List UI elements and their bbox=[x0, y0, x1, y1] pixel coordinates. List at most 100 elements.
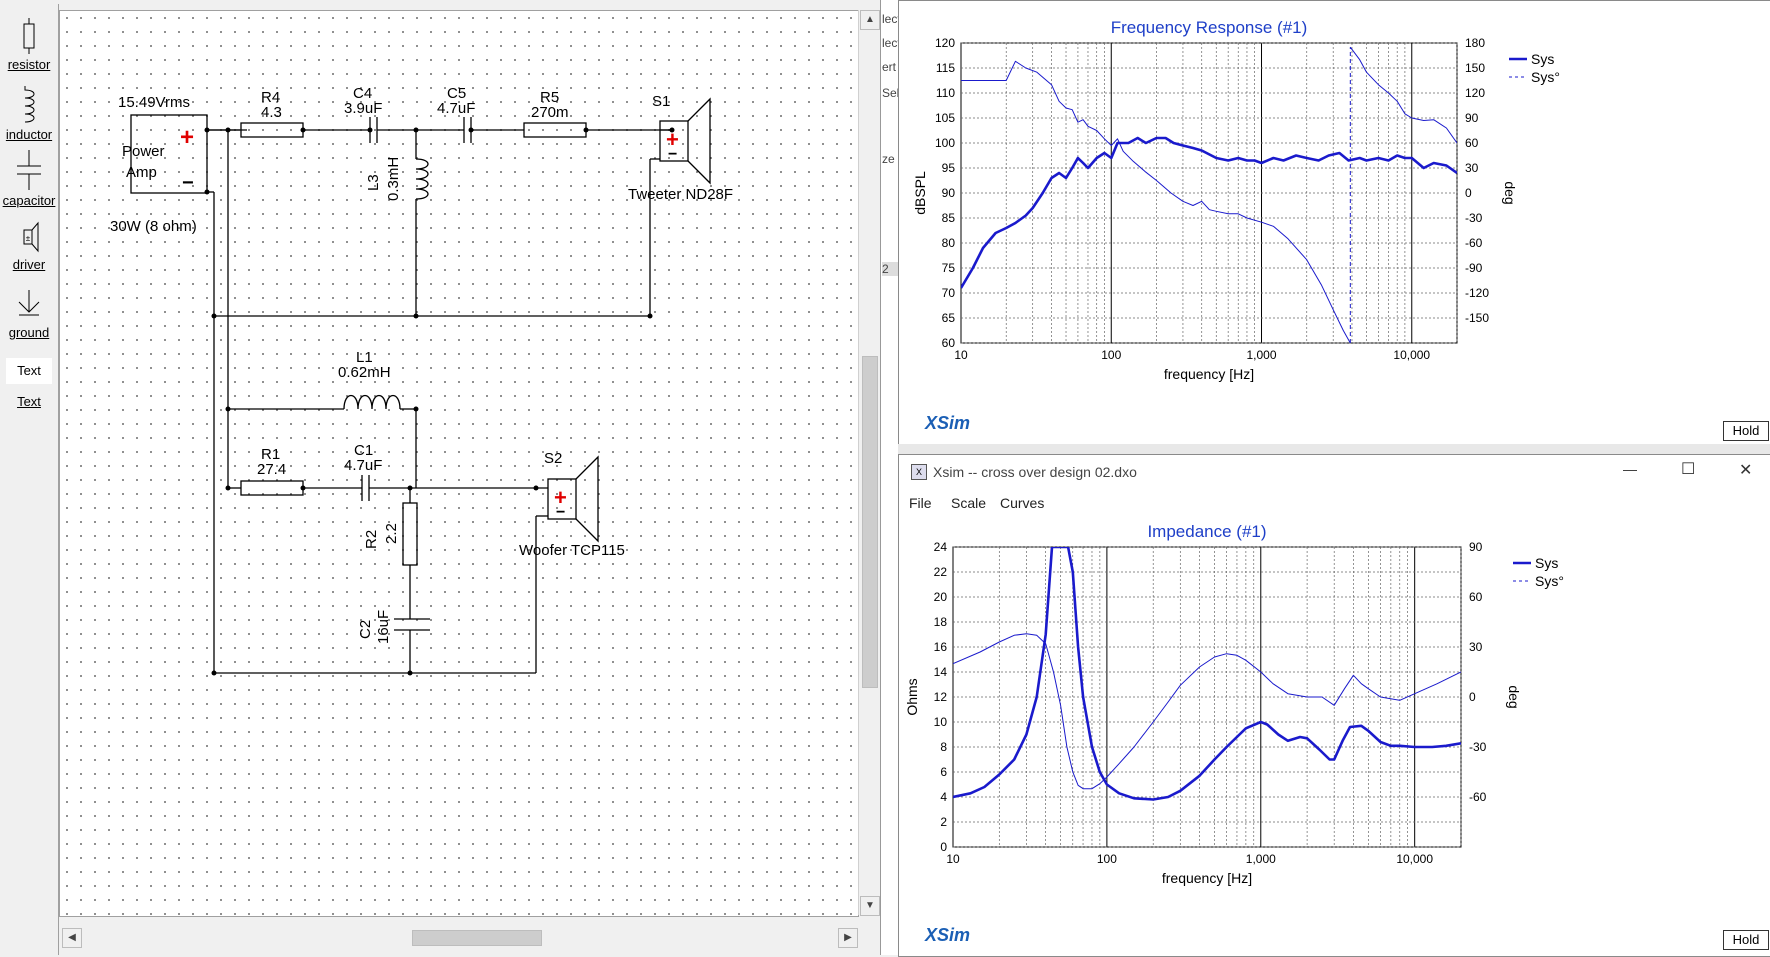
scroll-right-icon[interactable]: ▶ bbox=[838, 928, 858, 948]
capacitor-icon bbox=[17, 150, 41, 190]
r5-name: R5 bbox=[540, 89, 559, 106]
l3-value: 0.3mH bbox=[385, 157, 402, 201]
hold-button[interactable]: Hold bbox=[1723, 930, 1769, 950]
impedance-window: X Xsim -- cross over design 02.dxo — ☐ ✕… bbox=[898, 454, 1770, 957]
s2-minus-icon: − bbox=[556, 504, 565, 521]
y2-tick-label: -60 bbox=[1465, 236, 1483, 250]
minimize-icon[interactable]: — bbox=[1623, 461, 1637, 477]
y-tick-label: 20 bbox=[934, 590, 948, 604]
strip-text: lect bbox=[882, 36, 899, 50]
y-axis-label: dBSPL bbox=[912, 171, 928, 215]
app-icon: X bbox=[911, 464, 927, 480]
strip-text: ze bbox=[882, 152, 895, 166]
schematic-vertical-scrollbar[interactable]: ▲ ▼ bbox=[858, 10, 881, 916]
component-toolbox: resistor inductor capacitor ± driver gro… bbox=[0, 4, 59, 955]
series-line-magnitude bbox=[961, 136, 1457, 289]
maximize-icon[interactable]: ☐ bbox=[1681, 461, 1696, 478]
l1-value: 0.62mH bbox=[338, 364, 391, 381]
toolbox-label: resistor bbox=[7, 57, 51, 72]
s1-minus-icon: − bbox=[668, 146, 677, 163]
scroll-thumb[interactable] bbox=[862, 356, 878, 688]
c4-value: 3.9uF bbox=[344, 100, 382, 117]
resistor-icon bbox=[23, 18, 35, 54]
menu-scale[interactable]: Scale bbox=[951, 495, 987, 511]
y-tick-label: 90 bbox=[942, 186, 956, 200]
window-gap bbox=[898, 444, 1770, 454]
c2-value: 16uF bbox=[375, 610, 392, 644]
series-line-phase bbox=[961, 60, 1351, 343]
y2-tick-label: -150 bbox=[1465, 311, 1489, 325]
x-tick-label: 10,000 bbox=[1396, 852, 1433, 866]
y-tick-label: 115 bbox=[936, 61, 955, 75]
y-tick-label: 22 bbox=[934, 565, 948, 579]
y-tick-label: 18 bbox=[934, 615, 948, 629]
toolbox-text[interactable]: Text bbox=[0, 394, 58, 409]
l1-name: L1 bbox=[356, 349, 373, 366]
x-tick-label: 1,000 bbox=[1246, 852, 1276, 866]
s1-plus-icon: + bbox=[666, 127, 679, 152]
menu-curves[interactable]: Curves bbox=[1000, 495, 1045, 511]
c2-name: C2 bbox=[357, 620, 374, 639]
c5-value: 4.7uF bbox=[437, 100, 475, 117]
scroll-down-icon[interactable]: ▼ bbox=[860, 896, 880, 916]
y2-tick-label: 120 bbox=[1465, 86, 1485, 100]
close-icon[interactable]: ✕ bbox=[1739, 462, 1753, 479]
strip-text: 2 bbox=[882, 262, 899, 276]
l1-inductor bbox=[343, 394, 401, 410]
schematic-canvas[interactable]: + − + − + − 15.49Vrms Power Amp 30W (8 o… bbox=[59, 10, 859, 917]
strip-text: lect bbox=[882, 12, 899, 26]
y2-tick-label: 60 bbox=[1465, 136, 1479, 150]
series-line-phase bbox=[1349, 46, 1457, 144]
r1-value: 27.4 bbox=[257, 461, 286, 478]
c4-name: C4 bbox=[353, 85, 372, 102]
s1-speaker-box bbox=[659, 120, 689, 162]
amp-minus-icon: − bbox=[182, 172, 194, 194]
x-tick-label: 10,000 bbox=[1393, 348, 1430, 362]
window-title: Xsim -- cross over design 02.dxo bbox=[933, 464, 1137, 480]
y2-tick-label: 30 bbox=[1465, 161, 1479, 175]
amp-label-1: Power bbox=[122, 143, 165, 160]
r2-value: 2.2 bbox=[383, 523, 400, 544]
y-tick-label: 70 bbox=[942, 286, 956, 300]
scroll-thumb[interactable] bbox=[412, 930, 542, 946]
toolbox-label: inductor bbox=[5, 127, 53, 142]
y2-axis-label: deg bbox=[1502, 181, 1518, 204]
toolbox-ground[interactable]: ground bbox=[0, 288, 58, 340]
r1-resistor bbox=[240, 480, 304, 496]
s2-plus-icon: + bbox=[554, 485, 567, 510]
legend-label: Sys bbox=[1531, 51, 1554, 67]
x-tick-label: 100 bbox=[1101, 348, 1121, 362]
y-axis-label: Ohms bbox=[904, 678, 920, 715]
schematic-horizontal-scrollbar[interactable]: ◀ ▶ bbox=[62, 928, 858, 948]
toolbox-inductor[interactable]: inductor bbox=[0, 84, 58, 142]
driver-icon: ± bbox=[23, 221, 39, 253]
xsim-brand: XSim bbox=[925, 925, 971, 945]
y-tick-label: 95 bbox=[942, 161, 956, 175]
scroll-left-icon[interactable]: ◀ bbox=[62, 928, 82, 948]
c5-name: C5 bbox=[447, 85, 466, 102]
r5-resistor bbox=[523, 122, 587, 138]
toolbox-text-box[interactable]: Text bbox=[6, 358, 52, 384]
toolbox-driver[interactable]: ± driver bbox=[0, 220, 58, 272]
r4-name: R4 bbox=[261, 89, 280, 106]
menu-file[interactable]: File bbox=[909, 495, 932, 511]
y-tick-label: 65 bbox=[942, 311, 956, 325]
r5-value: 270m bbox=[531, 104, 569, 121]
hold-button[interactable]: Hold bbox=[1723, 421, 1769, 441]
schematic-drawing: + − + − + − 15.49Vrms Power Amp 30W (8 o… bbox=[110, 85, 733, 676]
hidden-window-strip: lect lect ert Sel ze 2 bbox=[880, 0, 899, 955]
toolbox-label: capacitor bbox=[2, 193, 56, 208]
s2-name: S2 bbox=[544, 450, 562, 467]
toolbox-resistor[interactable]: resistor bbox=[0, 18, 58, 72]
y2-tick-label: 180 bbox=[1465, 36, 1485, 50]
y-tick-label: 24 bbox=[934, 540, 948, 554]
scroll-up-icon[interactable]: ▲ bbox=[860, 10, 880, 30]
amp-plus-icon: + bbox=[180, 124, 194, 151]
xsim-brand: XSim bbox=[925, 413, 971, 433]
strip-text: Sel bbox=[882, 86, 899, 100]
toolbox-capacitor[interactable]: capacitor bbox=[0, 150, 58, 208]
toolbox-label: driver bbox=[12, 257, 46, 272]
source-voltage-label: 15.49Vrms bbox=[118, 94, 190, 111]
y2-tick-label: -120 bbox=[1465, 286, 1489, 300]
